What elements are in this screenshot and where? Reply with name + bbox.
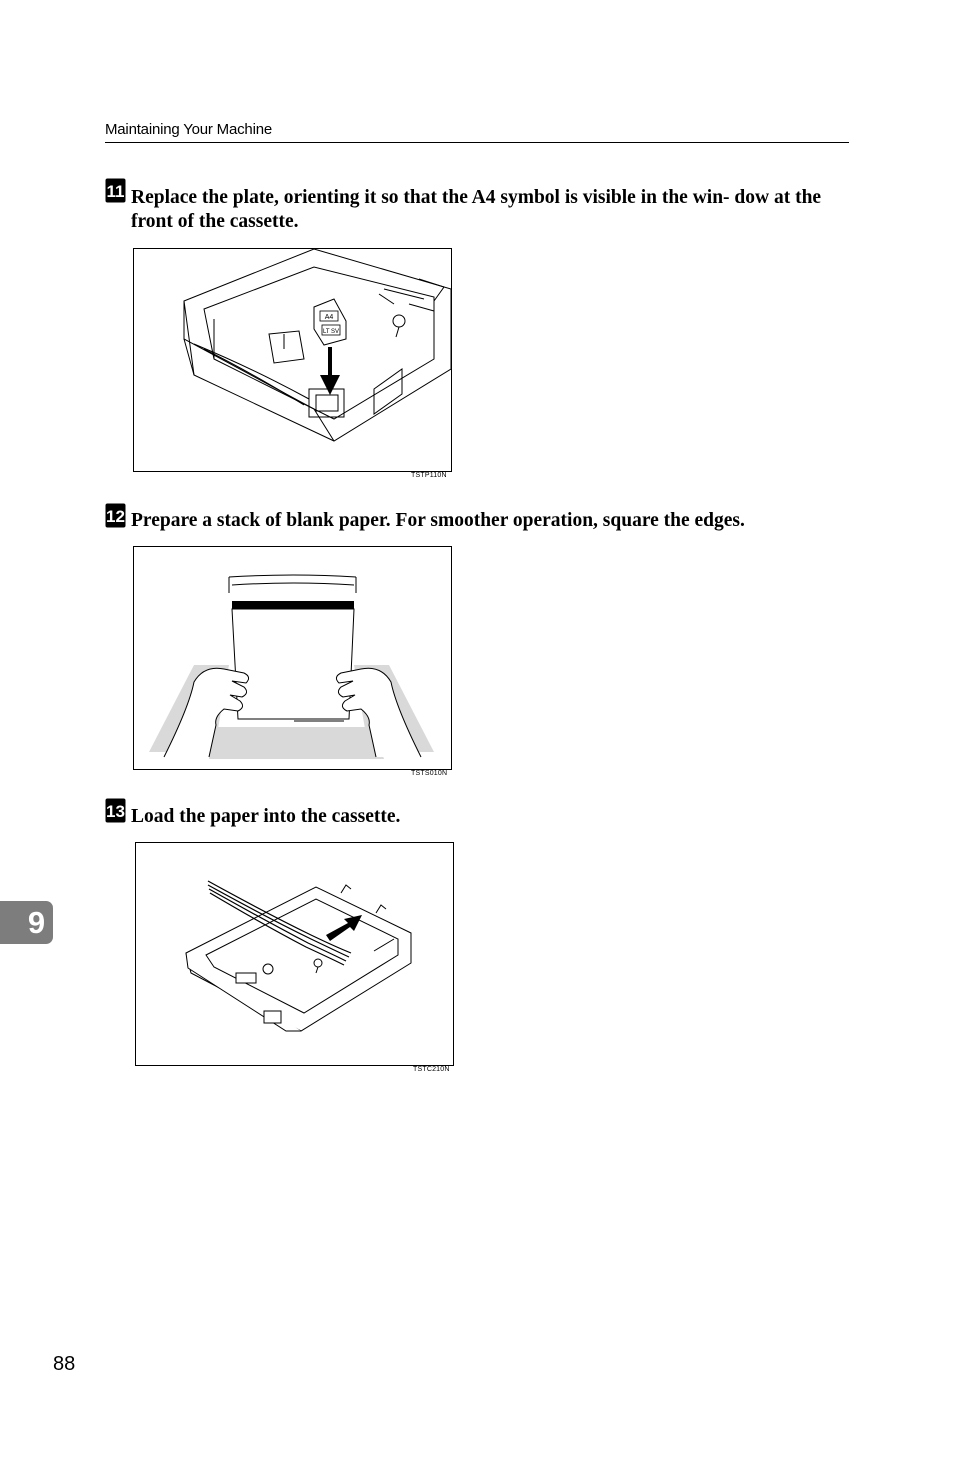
header-rule: [105, 142, 849, 143]
load-paper-illustration: [185, 880, 412, 1032]
plate-label-a4: A4: [325, 314, 334, 321]
step-number: 13: [106, 802, 125, 821]
plate-label-lt: LT SV: [323, 329, 339, 335]
step-number: 12: [106, 507, 125, 526]
cassette-plate-illustration: A4 LT SV: [183, 249, 451, 442]
paper-stack-illustration: [149, 574, 434, 759]
step-instruction: Load the paper into the cassette.: [131, 806, 401, 827]
figure-load-paper: [135, 842, 454, 1066]
page-number: 88: [53, 1353, 76, 1375]
figure-paper-stack: [133, 546, 452, 770]
figure-code: TSTC210N: [413, 1066, 450, 1073]
figure-code: TSTS010N: [411, 770, 448, 777]
chapter-tab: 9: [0, 901, 53, 944]
figure-plate-replacement: A4 LT SV: [133, 248, 452, 472]
step-instruction: Prepare a stack of blank paper. For smoo…: [131, 510, 745, 531]
step-number: 11: [107, 182, 125, 201]
step-number-badge: 12: [105, 503, 126, 528]
step-instruction: Replace the plate, orienting it so that …: [131, 187, 822, 232]
insert-arrow-icon: [326, 915, 362, 941]
running-header: Maintaining Your Machine: [105, 121, 272, 138]
down-arrow-icon: [320, 375, 340, 395]
step-number-badge: 11: [105, 178, 126, 203]
figure-code: TSTP110N: [411, 472, 447, 479]
step-number-badge: 13: [105, 798, 126, 823]
